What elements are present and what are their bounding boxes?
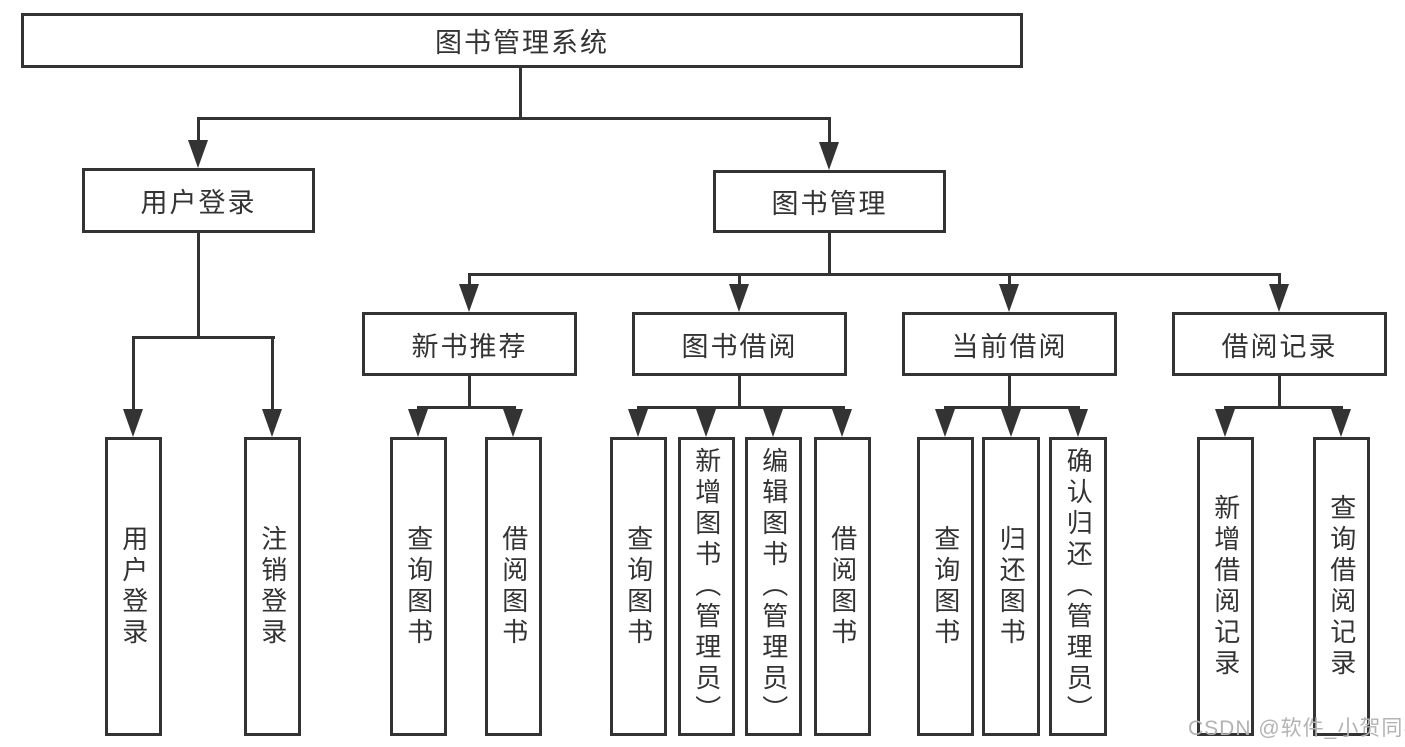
node-borrow-records-label: 借阅记录 xyxy=(1221,331,1338,362)
leaf-bb-borrow-books-label: 借阅图书 xyxy=(827,524,858,649)
connector-mgmt-bar xyxy=(470,273,1281,276)
leaf-cb-confirm-return-label: 确认归还（管理员） xyxy=(1063,447,1094,726)
node-root-label: 图书管理系统 xyxy=(435,28,609,58)
leaf-bb-edit-books: 编辑图书（管理员） xyxy=(745,437,802,736)
connector-cb-bar xyxy=(944,406,1080,409)
arrowhead-nb-query xyxy=(408,409,428,437)
arrowhead-cb-confirm xyxy=(1068,409,1088,437)
leaf-cb-query-books-label: 查询图书 xyxy=(930,524,961,649)
connector-root-trunk xyxy=(519,68,522,117)
connector-login-bar xyxy=(132,336,275,339)
arrowhead-nb-borrow xyxy=(503,409,523,437)
connector-to-leaf-login xyxy=(132,336,135,411)
node-book-borrow-label: 图书借阅 xyxy=(681,331,798,362)
connector-bb-trunk xyxy=(738,376,741,408)
node-current-borrow-label: 当前借阅 xyxy=(951,331,1068,362)
leaf-cb-return-books-label: 归还图书 xyxy=(996,524,1027,649)
leaf-bb-query-books-label: 查询图书 xyxy=(623,524,654,649)
connector-nb-trunk xyxy=(468,376,471,408)
leaf-br-add-record-label: 新增借阅记录 xyxy=(1210,493,1241,680)
arrowhead-current-borrow xyxy=(999,284,1019,312)
arrowhead-borrow-records xyxy=(1269,284,1289,312)
leaf-user-login: 用户登录 xyxy=(105,437,162,736)
node-book-mgmt-label: 图书管理 xyxy=(771,189,888,219)
arrowhead-cb-return xyxy=(1001,409,1021,437)
arrowhead-bb-edit xyxy=(763,409,783,437)
connector-bb-bar xyxy=(637,406,845,409)
connector-to-current-borrow xyxy=(1008,273,1011,286)
leaf-bb-add-books: 新增图书（管理员） xyxy=(678,437,735,736)
connector-br-trunk xyxy=(1278,376,1281,408)
connector-to-borrow-records xyxy=(1278,273,1281,286)
leaf-bb-query-books: 查询图书 xyxy=(610,437,667,736)
arrowhead-new-books xyxy=(459,284,479,312)
node-borrow-records: 借阅记录 xyxy=(1172,312,1387,376)
arrowhead-bb-add xyxy=(696,409,716,437)
connector-to-book-mgmt xyxy=(828,117,831,144)
leaf-bb-edit-books-label: 编辑图书（管理员） xyxy=(758,447,789,726)
connector-mgmt-trunk xyxy=(828,233,831,275)
node-new-books: 新书推荐 xyxy=(362,312,577,376)
arrowhead-leaf-login xyxy=(123,409,143,437)
arrowhead-cb-query xyxy=(935,409,955,437)
leaf-nb-query-books-label: 查询图书 xyxy=(403,524,434,649)
connector-br-bar xyxy=(1224,406,1343,409)
arrowhead-book-mgmt xyxy=(819,142,839,170)
connector-to-book-borrow xyxy=(738,273,741,286)
connector-cb-trunk xyxy=(1008,376,1011,408)
node-new-books-label: 新书推荐 xyxy=(411,331,528,362)
leaf-br-add-record: 新增借阅记录 xyxy=(1197,437,1254,736)
node-current-borrow: 当前借阅 xyxy=(902,312,1117,376)
leaf-nb-borrow-books: 借阅图书 xyxy=(485,437,542,736)
connector-to-leaf-logout xyxy=(271,336,274,411)
leaf-nb-query-books: 查询图书 xyxy=(390,437,447,736)
connector-root-bar xyxy=(197,117,831,120)
watermark: CSDN @软件_小贺同学 xyxy=(1188,717,1405,740)
leaf-logout-label: 注销登录 xyxy=(257,524,288,649)
leaf-bb-add-books-label: 新增图书（管理员） xyxy=(691,447,722,726)
leaf-cb-query-books: 查询图书 xyxy=(917,437,974,736)
connector-to-new-books xyxy=(468,273,471,286)
node-book-mgmt: 图书管理 xyxy=(713,170,946,233)
leaf-cb-return-books: 归还图书 xyxy=(982,437,1040,736)
leaf-user-login-label: 用户登录 xyxy=(118,524,149,649)
leaf-nb-borrow-books-label: 借阅图书 xyxy=(498,524,529,649)
leaf-br-query-record: 查询借阅记录 xyxy=(1313,437,1370,736)
arrowhead-br-add xyxy=(1215,409,1235,437)
arrowhead-br-query xyxy=(1331,409,1351,437)
node-book-borrow: 图书借阅 xyxy=(632,312,847,376)
arrowhead-user-login xyxy=(188,140,208,168)
arrowhead-bb-borrow xyxy=(832,409,852,437)
connector-login-trunk xyxy=(197,233,200,337)
arrowhead-leaf-logout xyxy=(262,409,282,437)
connector-nb-bar xyxy=(417,406,516,409)
leaf-bb-borrow-books: 借阅图书 xyxy=(814,437,871,736)
connector-to-user-login xyxy=(197,117,200,142)
node-user-login: 用户登录 xyxy=(82,168,315,233)
node-root: 图书管理系统 xyxy=(21,13,1023,68)
arrowhead-bb-query xyxy=(628,409,648,437)
arrowhead-book-borrow xyxy=(729,284,749,312)
leaf-br-query-record-label: 查询借阅记录 xyxy=(1326,493,1357,680)
node-user-login-label: 用户登录 xyxy=(140,188,257,218)
leaf-cb-confirm-return: 确认归还（管理员） xyxy=(1049,437,1107,736)
leaf-logout: 注销登录 xyxy=(244,437,301,736)
